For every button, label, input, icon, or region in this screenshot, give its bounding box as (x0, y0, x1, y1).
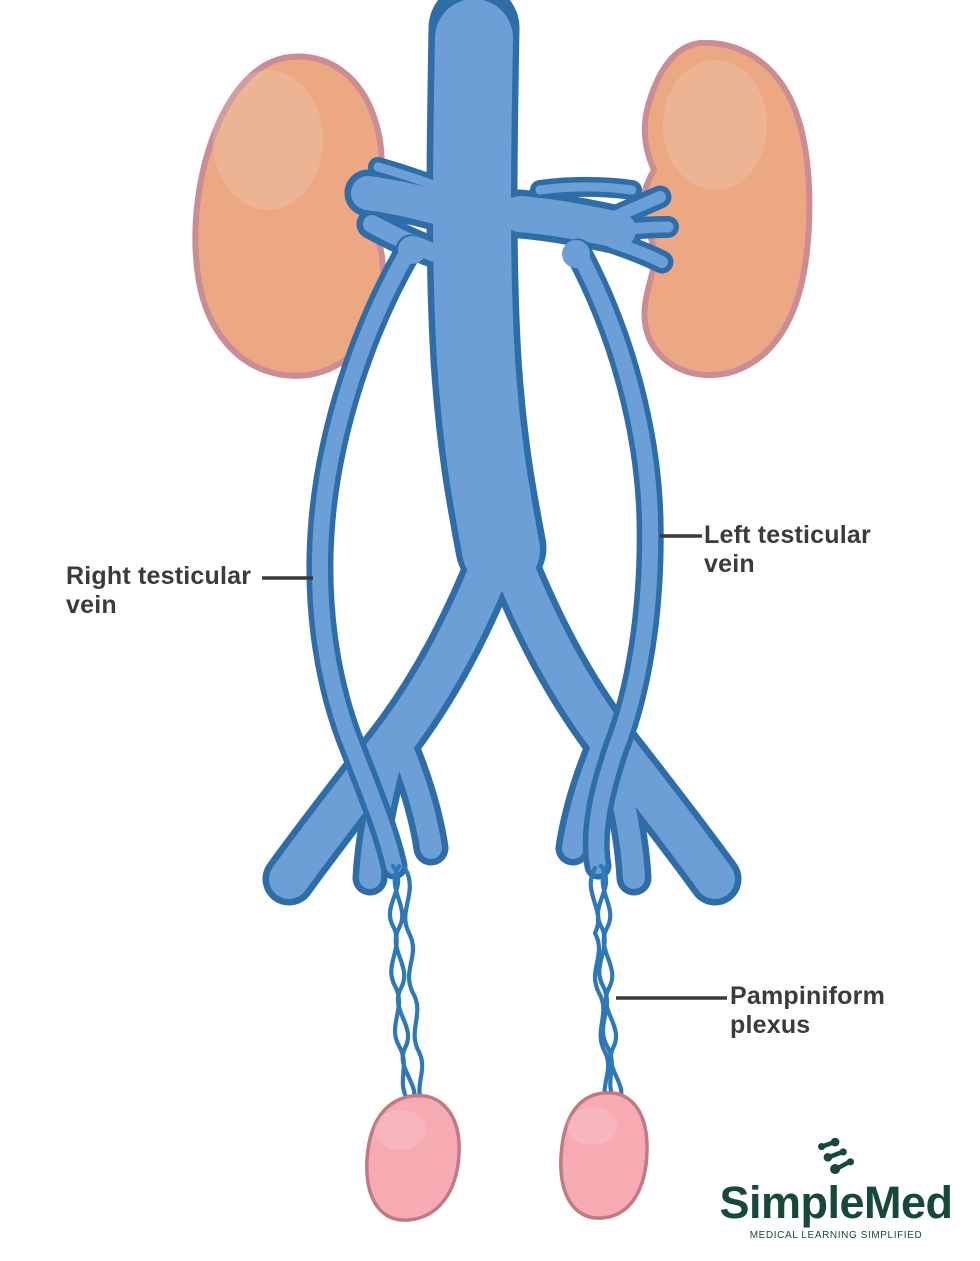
left-testis (559, 1091, 649, 1220)
left-testicular-junction-patch (562, 240, 590, 268)
right-testicular-vein-label: Right testicular vein (66, 562, 252, 619)
left-pampiniform-plexus (588, 863, 624, 1107)
left-testis-highlight (567, 1107, 617, 1145)
right-pampiniform-plexus (387, 863, 428, 1109)
right-testicular-junction-patch (398, 236, 426, 264)
left-renal-twig (540, 187, 632, 190)
right-testicular-vein (320, 236, 426, 866)
left-testicular-vein-label: Left testicular vein (704, 521, 871, 578)
right-kidney (192, 53, 387, 379)
left-kidney-highlight (663, 60, 767, 190)
simplemed-logo: SimpleMed MEDICAL LEARNING SIMPLIFIED (712, 1134, 960, 1241)
right-testis-highlight (374, 1110, 426, 1150)
inferior-vena-cava (433, 0, 540, 589)
molecule-dots-icon (818, 1137, 854, 1175)
left-renal-fan2 (616, 227, 668, 231)
right-kidney-highlight (213, 70, 323, 210)
right-renal-vein (368, 193, 452, 212)
pampiniform-plexus-label: Pampiniform plexus (730, 982, 885, 1039)
logo-tagline: MEDICAL LEARNING SIMPLIFIED (749, 1230, 923, 1241)
right-testis (365, 1093, 461, 1222)
logo-wordmark: SimpleMed (719, 1177, 953, 1228)
left-kidney (640, 39, 813, 379)
vein-fills (289, 0, 715, 879)
left-testicular-vein (562, 240, 650, 866)
